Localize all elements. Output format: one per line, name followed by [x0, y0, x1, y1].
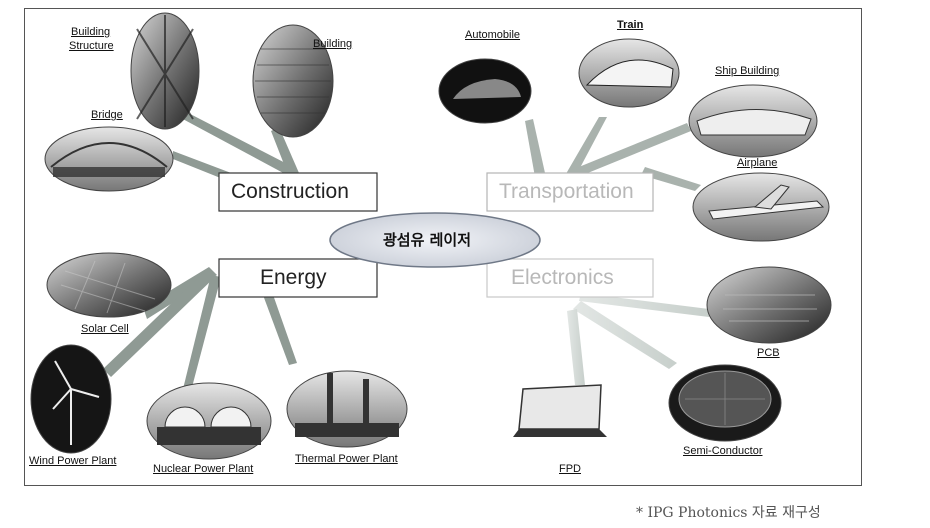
box-electronics — [486, 258, 654, 298]
label-wind-power-plant: Wind Power Plant — [29, 455, 117, 467]
label-train: Train — [617, 19, 644, 31]
mind-map-svg — [30, 12, 832, 460]
box-construction — [218, 172, 378, 212]
photo-ship — [688, 84, 818, 158]
branches-transportation — [525, 117, 701, 191]
branch-wind — [103, 271, 215, 377]
label-thermal-power-plant: Thermal Power Plant — [295, 453, 398, 465]
photo-bridge — [44, 126, 174, 192]
photo-airplane — [692, 172, 830, 242]
source-note: * IPG Photonics 자료 재구성 — [636, 505, 821, 521]
label-building-structure-line1: Building — [71, 26, 111, 38]
branch-semiconductor — [573, 301, 677, 369]
label-bridge: Bridge — [91, 109, 123, 121]
diagram-frame: Construction Transportation Energy Elect… — [24, 8, 862, 486]
branch-nuclear — [183, 275, 221, 391]
branch-automobile — [525, 119, 545, 177]
label-fpd: FPD — [559, 463, 581, 475]
branches-electronics — [567, 293, 709, 385]
branch-fpd — [567, 309, 585, 385]
branch-airplane — [641, 167, 701, 191]
photo-wind-power-plant — [30, 344, 112, 454]
photo-building — [252, 24, 334, 138]
category-transportation: Transportation — [499, 180, 634, 203]
label-ship-building: Ship Building — [715, 65, 780, 77]
label-pcb: PCB — [757, 347, 780, 359]
center-ellipse — [329, 212, 541, 268]
center-label: 광섬유 레이저 — [383, 231, 472, 249]
category-electronics: Electronics — [511, 266, 614, 289]
category-construction: Construction — [231, 180, 349, 203]
branch-building — [271, 127, 299, 177]
branch-pcb — [579, 293, 709, 317]
box-energy — [218, 258, 378, 298]
photo-solar-cell — [46, 252, 172, 318]
label-nuclear-power-plant: Nuclear Power Plant — [153, 463, 254, 475]
label-airplane: Airplane — [737, 157, 778, 169]
label-solar-cell: Solar Cell — [81, 323, 129, 335]
branch-ship — [569, 123, 691, 179]
photo-pcb — [706, 266, 832, 344]
category-energy: Energy — [260, 266, 327, 289]
branch-train — [563, 117, 607, 181]
photo-fpd — [513, 384, 607, 437]
photo-automobile — [438, 58, 532, 124]
label-building-structure-line2: Structure — [69, 40, 114, 52]
box-transportation — [486, 172, 654, 212]
branches-left — [103, 101, 299, 391]
photo-thermal-power-plant — [286, 370, 408, 448]
label-automobile: Automobile — [465, 29, 521, 41]
photo-nuclear-power-plant — [146, 382, 272, 460]
label-building: Building — [313, 38, 353, 50]
branch-building-structure — [153, 101, 297, 175]
photo-building-structure — [130, 12, 200, 130]
photo-train — [578, 38, 680, 108]
label-semi-conductor: Semi-Conductor — [683, 445, 763, 457]
photo-semi-conductor — [668, 364, 782, 442]
branch-thermal — [263, 289, 297, 365]
